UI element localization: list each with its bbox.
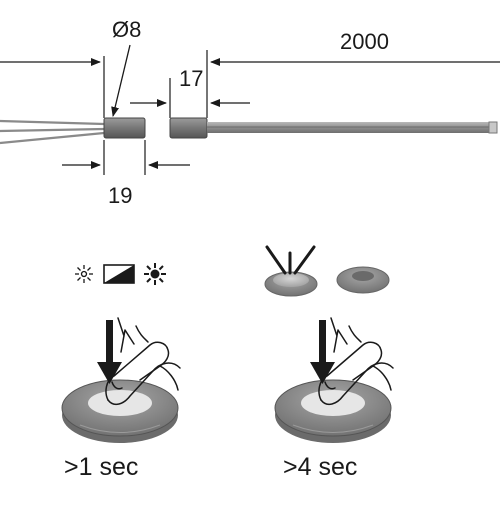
cable-length-label: 2000 [340, 29, 389, 54]
bright-sun-icon [144, 263, 166, 285]
dim-sun-icon [75, 265, 93, 283]
sensor-sleeve-left [103, 117, 146, 139]
left-cable-wire [0, 127, 105, 133]
sensor-sleeve-right [169, 117, 208, 139]
step-1-caption: >1 sec [64, 453, 139, 481]
hand-press-button-long [274, 317, 394, 443]
step-2-caption: >4 sec [283, 453, 358, 481]
left-cable-wire [0, 119, 105, 126]
left-cable-wire [0, 131, 105, 145]
pressed-button-icon [264, 245, 318, 297]
cable-end [488, 121, 498, 134]
hand-press-button-short [61, 317, 181, 443]
released-button-icon [336, 266, 390, 294]
dimension-lines [0, 44, 500, 175]
cable-drawing [0, 117, 498, 145]
gap-label: 17 [179, 66, 204, 91]
diameter-label: Ø8 [112, 17, 142, 42]
brightness-ramp-icon [103, 264, 135, 284]
sleeve-length-label: 19 [108, 183, 133, 208]
